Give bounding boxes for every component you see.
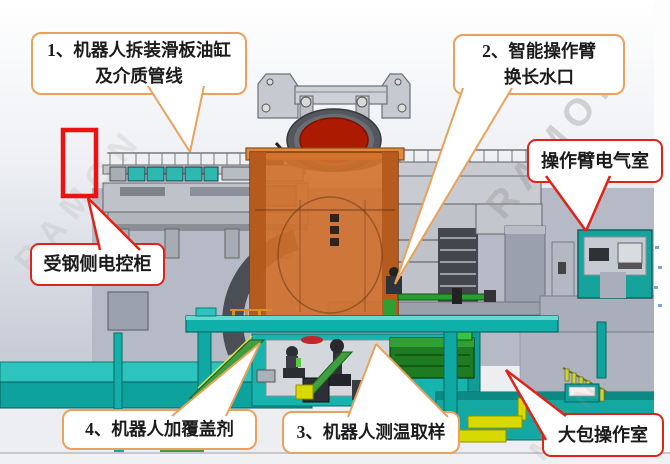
callout-robot-temp-sampling: 3、机器人测温取样 (282, 411, 460, 454)
callout-text: 4、机器人加覆盖剂 (85, 418, 234, 439)
nozzle-manipulator-model (383, 267, 496, 318)
arm-electrical-room-model (539, 229, 661, 333)
callout-text: 及介质管线 (95, 65, 183, 86)
callout-robot-covering-agent: 4、机器人加覆盖剂 (62, 409, 257, 450)
callout-text: 操作臂电气室 (541, 150, 649, 171)
callout-text: 1、机器人拆装滑板油缸 (47, 40, 231, 61)
callout-steel-side-cabinet: 受钢侧电控柜 (30, 243, 165, 286)
page-edge-band (0, 454, 670, 464)
right-margin (654, 0, 670, 464)
wall-cabinet-model (107, 291, 149, 331)
callout-robot-slide-cylinder: 1、机器人拆装滑板油缸 及介质管线 (31, 32, 247, 95)
callout-arm-electrical-room: 操作臂电气室 (527, 139, 663, 183)
callout-text: 3、机器人测温取样 (296, 421, 446, 442)
margin-marks (654, 246, 662, 307)
ladle-housing (249, 151, 399, 323)
callout-text: 2、智能操作臂 (482, 41, 596, 62)
callout-text: 受钢侧电控柜 (43, 254, 152, 275)
callout-ladle-operation-room: 大包操作室 (542, 413, 664, 457)
callout-text: 换长水口 (504, 66, 574, 87)
callout-text: 大包操作室 (558, 424, 648, 445)
callout-smart-arm-nozzle: 2、智能操作臂 换长水口 (453, 34, 625, 95)
